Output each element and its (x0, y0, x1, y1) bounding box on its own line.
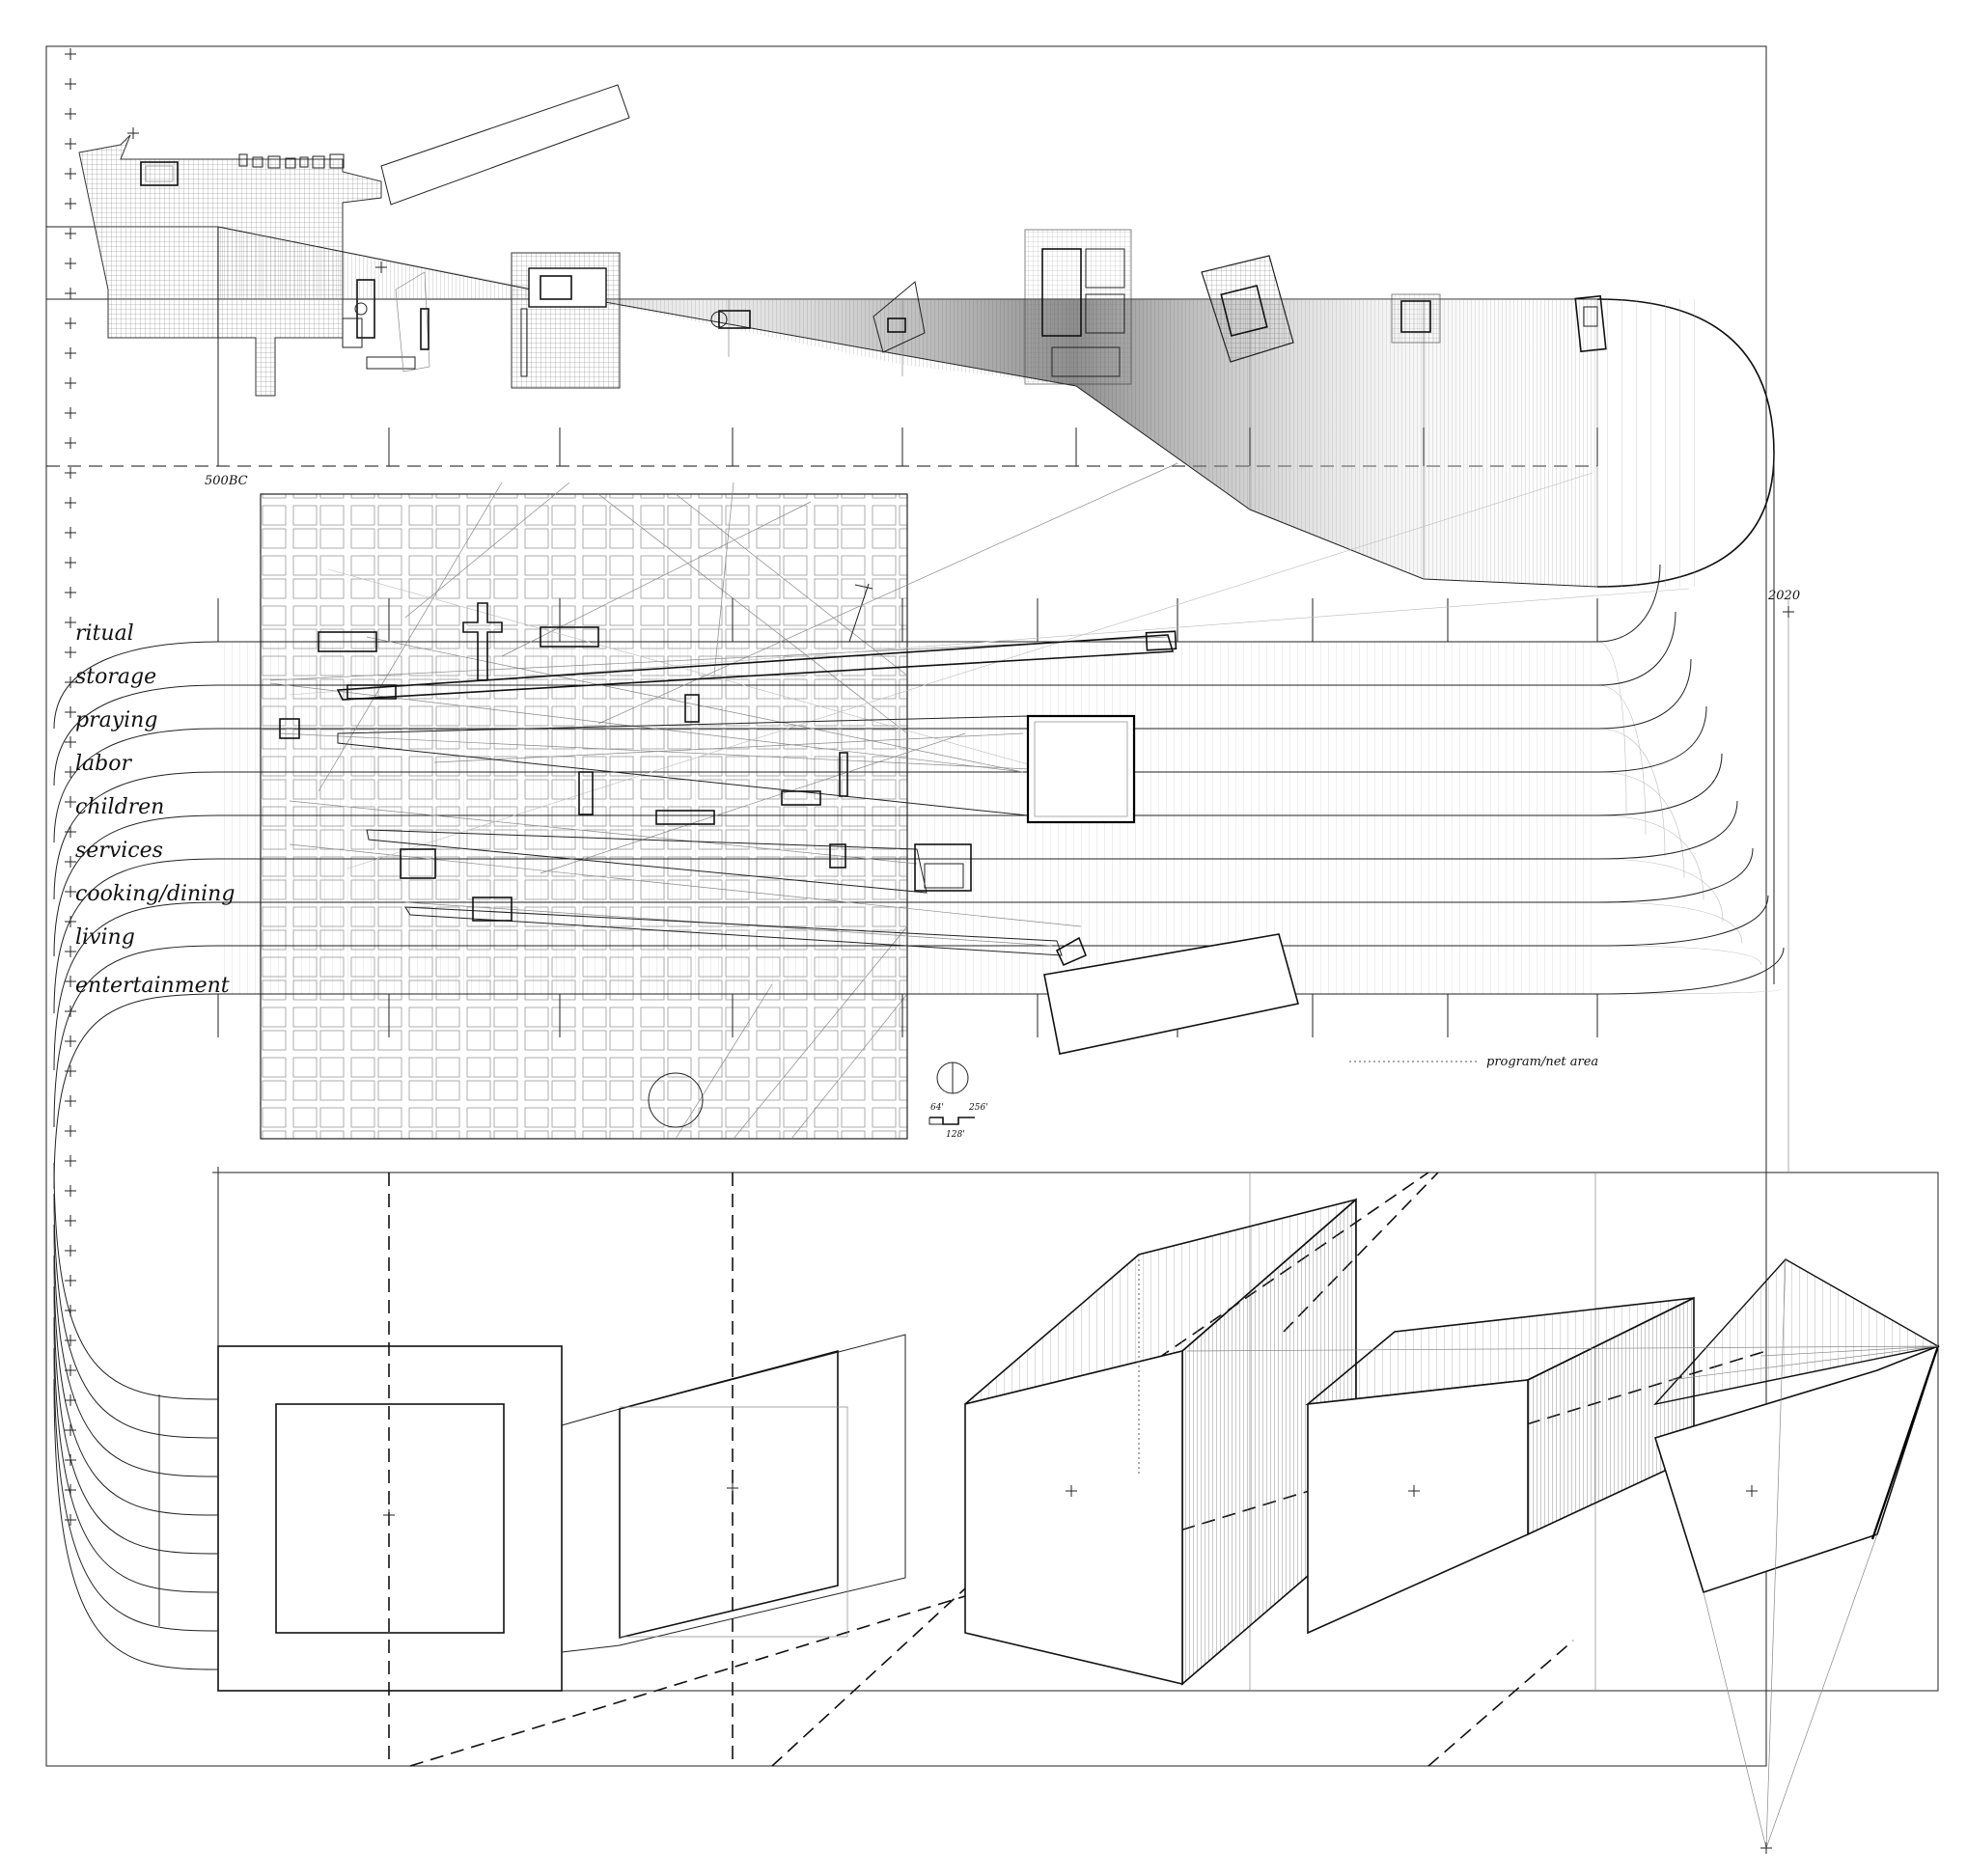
registration-cross (65, 288, 76, 299)
registration-cross (65, 1185, 76, 1197)
registration-cross (65, 1424, 76, 1436)
program-bands (53, 454, 1785, 1190)
program-label-cooking-dining: cooking/dining (75, 882, 235, 906)
precedent-plan-palace (1201, 255, 1294, 363)
registration-cross (65, 1035, 76, 1047)
registration-cross (65, 78, 76, 90)
registration-cross (65, 198, 76, 209)
registration-cross (65, 347, 76, 359)
program-label-labor: labor (75, 752, 132, 776)
registration-cross (65, 826, 76, 838)
timeline-end-label: 2020 (1767, 589, 1800, 603)
registration-cross (65, 557, 76, 568)
registration-cross (65, 676, 76, 688)
registration-cross (65, 916, 76, 927)
registration-cross (65, 1095, 76, 1107)
registration-cross (65, 1335, 76, 1346)
program-label-services: services (75, 839, 163, 863)
legend: program/net area (1349, 1055, 1598, 1069)
scale-left-label: 64' (930, 1103, 944, 1113)
legend-label: program/net area (1486, 1055, 1598, 1069)
precedent-plan-roman-forum (511, 252, 621, 389)
registration-cross (65, 1245, 76, 1256)
registration-cross (65, 1215, 76, 1227)
timeline-start-label: 500BC (205, 474, 248, 488)
registration-cross (65, 497, 76, 509)
registration-cross (65, 377, 76, 389)
registration-cross (65, 1065, 76, 1077)
registration-cross (65, 527, 76, 538)
program-label-praying: praying (75, 708, 157, 732)
registration-cross (65, 706, 76, 718)
precedent-plan-church (873, 281, 926, 353)
precedent-plan-greek-temple (342, 271, 430, 372)
crosshair-icon (127, 127, 1794, 1854)
registration-cross (65, 796, 76, 808)
registration-cross (65, 48, 76, 60)
registration-cross (65, 1275, 76, 1286)
north-arrow-icon (936, 1062, 969, 1094)
registration-cross (65, 617, 76, 628)
scale-bottom-label: 128' (946, 1130, 965, 1140)
registration-cross (65, 1514, 76, 1526)
registration-cross (65, 258, 76, 269)
precedent-plan-villa (1391, 293, 1441, 344)
registration-cross (65, 407, 76, 419)
registration-cross (65, 138, 76, 150)
registration-cross (65, 1394, 76, 1406)
registration-cross (65, 1125, 76, 1137)
program-rays (269, 462, 1690, 1055)
registration-marks-left (65, 48, 76, 1526)
precedent-plan-monastery (1024, 229, 1132, 385)
registration-cross (65, 886, 76, 897)
scale-right-label: 256' (968, 1103, 988, 1113)
registration-cross (65, 647, 76, 658)
registration-cross (65, 228, 76, 239)
program-label-ritual: ritual (75, 621, 134, 646)
program-label-storage: storage (75, 665, 156, 689)
registration-cross (65, 317, 76, 329)
registration-cross (65, 736, 76, 748)
registration-cross (65, 856, 76, 868)
registration-cross (65, 946, 76, 957)
registration-cross (65, 108, 76, 120)
precedent-plan-basilica (710, 310, 751, 329)
precedent-timeline-strip: 500BC 2020 (46, 84, 1800, 1172)
program-label-entertainment: entertainment (75, 974, 230, 998)
registration-cross (65, 467, 76, 479)
registration-cross (65, 1155, 76, 1167)
registration-cross (65, 437, 76, 449)
program-label-living: living (75, 925, 135, 950)
volume-transformation (53, 1162, 1940, 1849)
registration-cross (65, 168, 76, 179)
program-label-children: children (75, 795, 164, 819)
program-labels: ritual storage praying labor children service… (75, 621, 235, 998)
registration-cross (65, 587, 76, 598)
scale-bar: 64' 256' 128' (928, 1062, 988, 1140)
registration-cross (65, 976, 76, 987)
registration-cross (65, 766, 76, 778)
